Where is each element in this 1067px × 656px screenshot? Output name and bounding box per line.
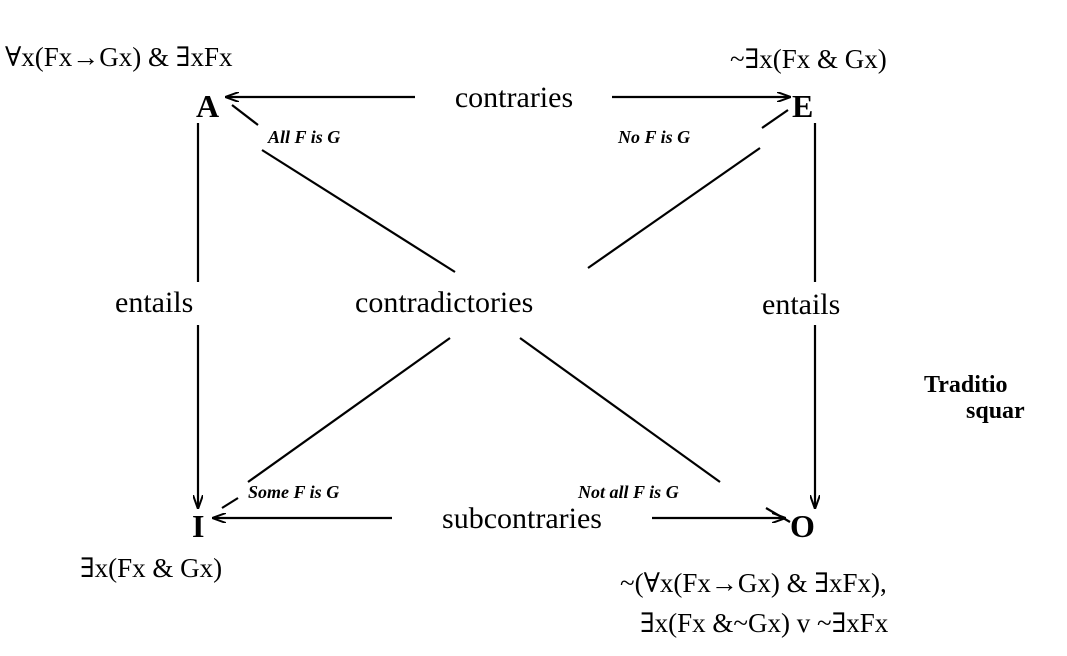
contradictories-label: contradictories xyxy=(355,286,533,319)
o-gloss: Not all F is G xyxy=(577,482,679,502)
contraries-label: contraries xyxy=(455,81,573,114)
diag-e-stub xyxy=(761,109,789,129)
corner-o: O xyxy=(790,508,815,544)
a-gloss: All F is G xyxy=(267,127,340,147)
e-gloss: No F is G xyxy=(617,127,690,147)
i-gloss: Some F is G xyxy=(248,482,339,502)
i-formula: ∃x(Fx & Gx) xyxy=(80,553,222,583)
title-line1: Traditio xyxy=(924,372,1008,398)
diag-a-stub xyxy=(231,104,259,126)
subcontraries-label: subcontraries xyxy=(442,502,602,535)
corner-e: E xyxy=(792,88,813,124)
diag-a-o-lower xyxy=(519,337,721,483)
corner-i: I xyxy=(192,508,204,544)
right-entails-label: entails xyxy=(762,288,840,321)
left-entails-label: entails xyxy=(115,286,193,319)
diag-a-o-upper xyxy=(261,149,456,273)
diag-e-i-upper xyxy=(587,147,761,269)
a-formula: ∀x(Fx→Gx) & ∃xFx xyxy=(5,42,233,72)
diag-o-stub xyxy=(765,507,791,523)
diag-i-stub xyxy=(221,497,239,509)
o-formula-line1: ~(∀x(Fx→Gx) & ∃xFx), xyxy=(620,568,887,598)
o-formula-line2: ∃x(Fx &~Gx) v ~∃xFx xyxy=(640,608,889,638)
diag-e-i-lower xyxy=(247,337,451,483)
title-line2: squar xyxy=(966,398,1025,424)
corner-a: A xyxy=(196,88,219,124)
e-formula: ~∃x(Fx & Gx) xyxy=(730,44,887,74)
